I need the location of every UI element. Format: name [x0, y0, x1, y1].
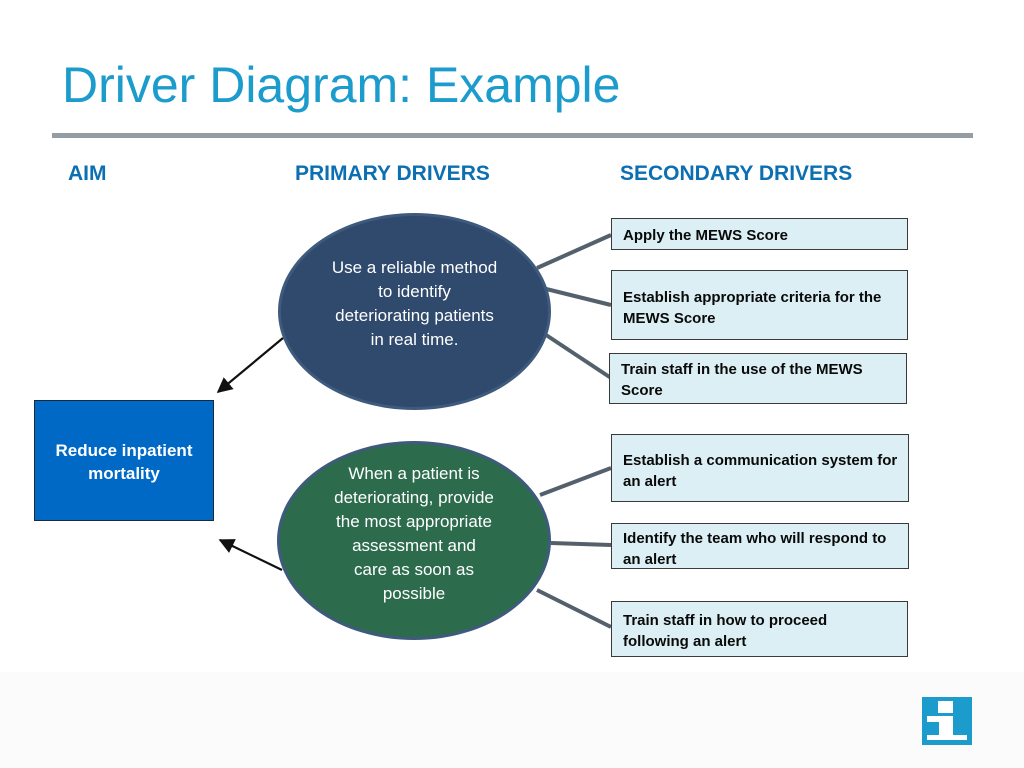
aim-text: Reduce inpatient mortality	[55, 441, 193, 483]
column-heading-secondary-drivers: SECONDARY DRIVERS	[620, 162, 853, 185]
secondary-driver-box-6: Train staff in how to proceed following …	[611, 601, 908, 657]
info-i-logo-icon	[922, 697, 972, 745]
column-heading-aim: AIM	[68, 162, 107, 185]
aim-box: Reduce inpatient mortality	[34, 400, 214, 521]
secondary-driver-3-text: Train staff in the use of the MEWS Score	[621, 361, 863, 399]
column-heading-primary-drivers: PRIMARY DRIVERS	[295, 162, 490, 185]
secondary-driver-box-5: Identify the team who will respond to an…	[611, 523, 909, 569]
secondary-driver-5-text: Identify the team who will respond to an…	[623, 530, 887, 568]
footer-band	[0, 672, 1024, 768]
connector-primary-1-to-aim	[216, 337, 284, 393]
primary-driver-oval-2: When a patient is deteriorating, provide…	[277, 441, 551, 640]
secondary-driver-box-2: Establish appropriate criteria for the M…	[611, 270, 908, 340]
secondary-driver-box-1: Apply the MEWS Score	[611, 218, 908, 250]
primary-driver-oval-1: Use a reliable method to identify deteri…	[278, 213, 551, 410]
secondary-driver-2-text: Establish appropriate criteria for the M…	[623, 289, 882, 327]
secondary-driver-1-text: Apply the MEWS Score	[623, 227, 789, 244]
secondary-driver-box-4: Establish a communication system for an …	[611, 434, 909, 502]
secondary-driver-6-text: Train staff in how to proceed following …	[623, 612, 828, 650]
connector-secondary-1	[536, 233, 612, 270]
connector-secondary-6	[536, 588, 612, 629]
secondary-driver-box-3: Train staff in the use of the MEWS Score	[609, 353, 907, 404]
slide-title: Driver Diagram: Example	[62, 57, 621, 113]
connector-primary-2-to-aim	[218, 539, 283, 571]
secondary-driver-4-text: Establish a communication system for an …	[623, 452, 898, 490]
title-divider	[52, 133, 973, 138]
connector-secondary-5	[550, 541, 612, 547]
connector-secondary-4	[539, 466, 612, 497]
primary-driver-1-text: Use a reliable method to identify deteri…	[331, 258, 498, 349]
primary-driver-2-text: When a patient is deteriorating, provide…	[334, 464, 494, 603]
